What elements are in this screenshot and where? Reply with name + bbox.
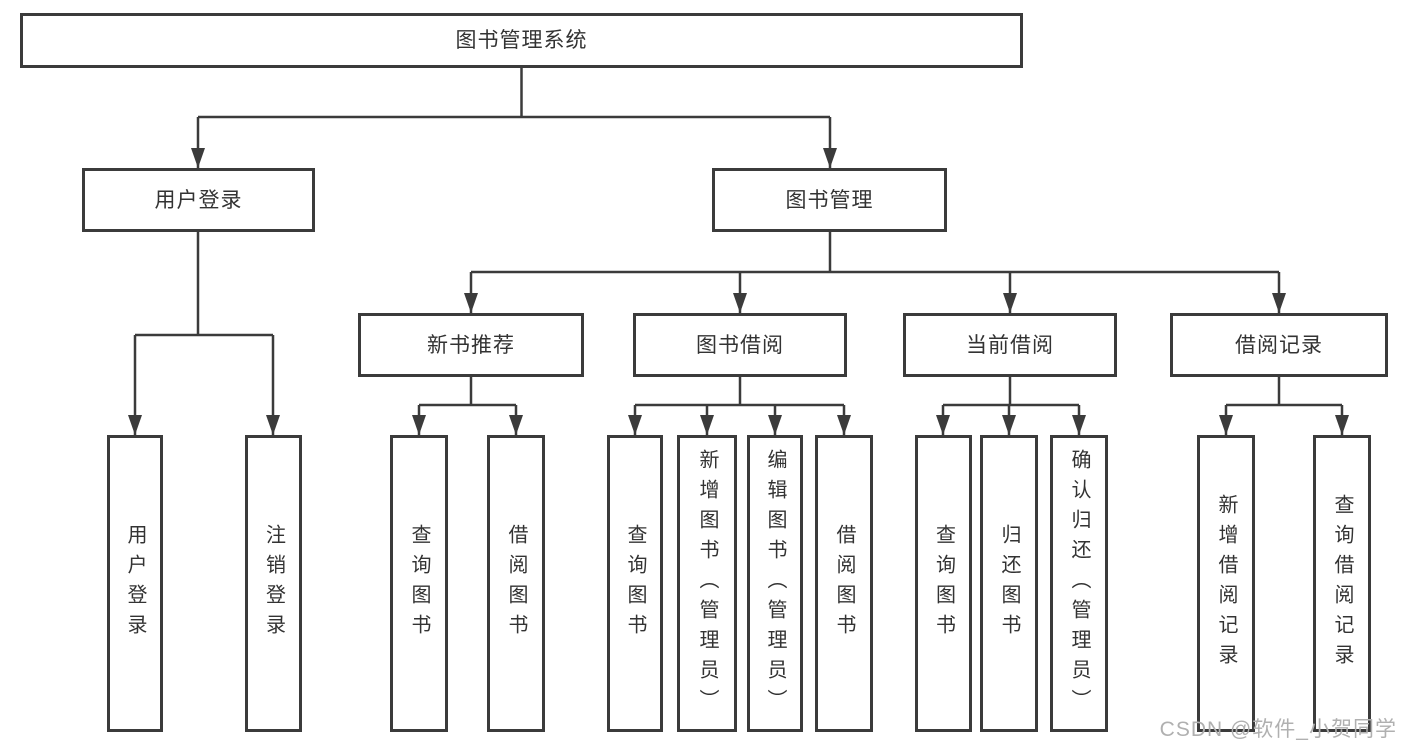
leaf-query-books-recommend: 查询图书 — [390, 435, 448, 732]
leaf-borrow-books: 借阅图书 — [815, 435, 873, 732]
leaf-return-books: 归还图书 — [980, 435, 1038, 732]
leaf-borrow-books-recommend: 借阅图书 — [487, 435, 545, 732]
node-library-management-system: 图书管理系统 — [20, 13, 1023, 68]
leaf-query-books-current: 查询图书 — [915, 435, 972, 732]
leaf-add-borrow-record: 新增借阅记录 — [1197, 435, 1255, 732]
leaf-add-books-admin: 新增图书（管理员） — [677, 435, 737, 732]
leaf-logout: 注销登录 — [245, 435, 302, 732]
watermark: CSDN @软件_小贺同学 — [1159, 718, 1397, 741]
leaf-confirm-return-admin: 确认归还（管理员） — [1050, 435, 1108, 732]
node-book-management: 图书管理 — [712, 168, 947, 232]
node-new-book-recommendation: 新书推荐 — [358, 313, 584, 377]
leaf-user-login: 用户登录 — [107, 435, 163, 732]
leaf-edit-books-admin: 编辑图书（管理员） — [747, 435, 803, 732]
node-user-login: 用户登录 — [82, 168, 315, 232]
leaf-query-books-borrow: 查询图书 — [607, 435, 663, 732]
node-book-borrowing: 图书借阅 — [633, 313, 847, 377]
leaf-query-borrow-record: 查询借阅记录 — [1313, 435, 1371, 732]
node-borrowing-records: 借阅记录 — [1170, 313, 1388, 377]
node-current-borrowing: 当前借阅 — [903, 313, 1117, 377]
